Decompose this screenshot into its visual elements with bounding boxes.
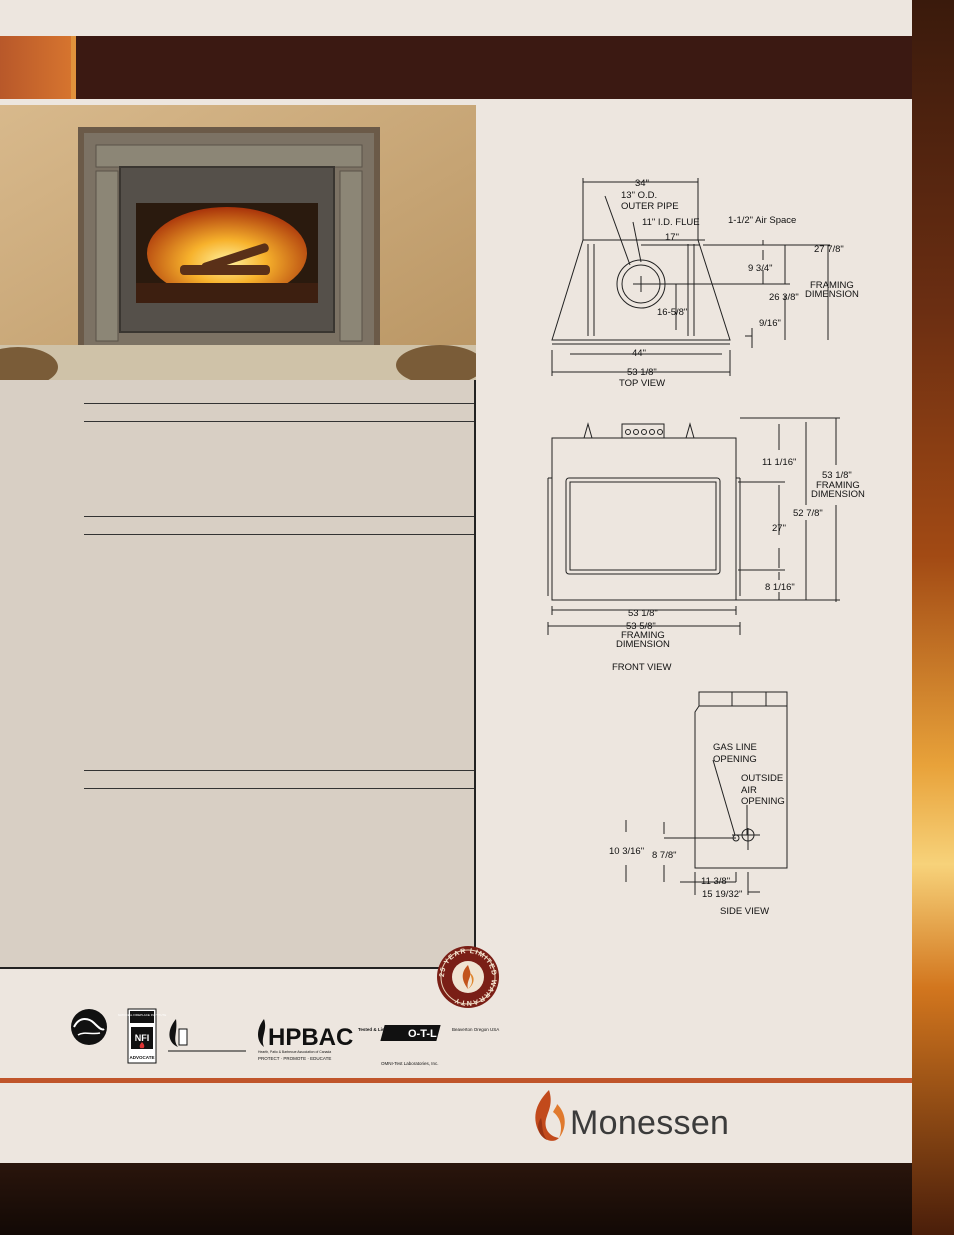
top-framing: FRAMING: [810, 280, 854, 291]
spec-rule: [84, 403, 474, 404]
front-dim-8-1-16: 8 1/16": [765, 582, 795, 593]
otl-name: O-T-L: [408, 1028, 437, 1040]
front-dim-27: 27": [772, 523, 786, 534]
nfi-advocate: ADVOCATE: [130, 1055, 155, 1060]
side-air-opening: OPENING: [741, 796, 785, 807]
spec-rule: [84, 788, 474, 789]
top-dim-53-1-8: 53 1/8": [627, 367, 657, 378]
otl-full-name: OMNI-Test Laboratories, Inc.: [381, 1061, 439, 1066]
top-flue: 11" I.D. FLUE: [642, 217, 700, 228]
front-dim-53-1-8-w: 53 1/8": [628, 608, 658, 619]
top-dim-9-16: 9/16": [759, 318, 781, 329]
top-outer-pipe-2: OUTER PIPE: [621, 201, 679, 212]
side-air: AIR: [741, 785, 757, 796]
top-dim-34: 34": [635, 178, 649, 189]
top-dim-9-3-4: 9 3/4": [748, 263, 773, 274]
side-dim-11-3-8: 11 3/8": [701, 876, 730, 887]
specifications-panel: [0, 380, 476, 969]
top-air-space: 1-1/2" Air Space: [728, 215, 796, 226]
certification-logos: NATIONAL FIREPLACE INSTITUTE NFI ADVOCAT…: [60, 1005, 510, 1075]
footer-rule: [0, 1078, 912, 1083]
spec-rule: [84, 534, 474, 535]
monessen-logo: Monessen: [525, 1088, 765, 1148]
spec-rule: [84, 421, 474, 422]
top-dim-26-3-8: 26 3/8": [769, 292, 799, 303]
nfi-logo-icon: NATIONAL FIREPLACE INSTITUTE NFI ADVOCAT…: [118, 1008, 167, 1064]
product-photo: [0, 105, 476, 380]
header-accent: [0, 36, 76, 99]
fire-background-edge: [912, 0, 954, 1235]
spec-rule: [84, 770, 474, 771]
top-dim-44: 44": [632, 348, 646, 359]
technical-diagrams: 34" 13" O.D. OUTER PIPE 11" I.D. FLUE 17…: [490, 160, 910, 930]
brand-name: Monessen: [570, 1104, 730, 1142]
top-dim-27-7-8: 27 7/8": [814, 244, 844, 255]
nfi-abbr: NFI: [135, 1033, 150, 1043]
front-view-diagram: [547, 417, 840, 635]
warranty-seal: 25 YEAR LIMITED WARRANTY: [436, 945, 500, 1009]
otl-location: Beaverton Oregon USA: [452, 1027, 499, 1032]
otl-tested: Tested & Listed By: [358, 1027, 399, 1032]
side-view-diagram: [625, 691, 788, 895]
front-dim-53-5-8: 53 5/8": [626, 621, 656, 632]
top-dim-16-5-8: 16-5/8": [657, 307, 687, 318]
monessen-flame-icon: [535, 1090, 565, 1141]
top-dimension: DIMENSION: [805, 289, 859, 300]
globe-logo-icon: [71, 1009, 107, 1045]
header-accent-edge: [71, 36, 76, 99]
hpbac-sub: Hearth, Patio & Barbecue Association of …: [258, 1050, 331, 1054]
side-outside: OUTSIDE: [741, 773, 783, 784]
top-dim-17: 17": [665, 232, 679, 243]
nfi-name: NATIONAL FIREPLACE INSTITUTE: [118, 1013, 167, 1017]
side-gas-line: GAS LINE: [713, 742, 757, 753]
flame-logo-icon: [168, 1019, 246, 1052]
side-gas-line-opening: OPENING: [713, 754, 757, 765]
front-view-label: FRONT VIEW: [612, 662, 671, 673]
front-dim-53-1-8-h: 53 1/8": [822, 470, 852, 481]
header-bar: [0, 36, 912, 99]
side-dim-15-19-32: 15 19/32": [702, 889, 742, 900]
side-view-label: SIDE VIEW: [720, 906, 769, 917]
top-view-label: TOP VIEW: [619, 378, 665, 389]
front-dimension: DIMENSION: [811, 489, 865, 500]
hpbac-name: HPBAC: [268, 1024, 353, 1051]
front-framing-2: FRAMING: [621, 630, 665, 641]
top-outer-pipe: 13" O.D.: [621, 190, 657, 201]
hpbac-tag: PROTECT · PROMOTE · EDUCATE: [258, 1056, 331, 1061]
hpbac-logo-icon: HPBAC Hearth, Patio & Barbecue Associati…: [258, 1019, 353, 1061]
spec-rule: [84, 516, 474, 517]
side-dim-8-7-8: 8 7/8": [652, 850, 677, 861]
otl-logo-icon: Tested & Listed By O-T-L Beaverton Orego…: [358, 1025, 499, 1066]
front-framing: FRAMING: [816, 480, 860, 491]
side-dim-10-3-16: 10 3/16": [609, 846, 644, 857]
front-dim-11-1-16: 11 1/16": [762, 457, 796, 468]
front-dimension-2: DIMENSION: [616, 639, 670, 650]
front-dim-52-7-8: 52 7/8": [793, 508, 823, 519]
top-view-diagram: [551, 178, 830, 376]
footer-background: [0, 1163, 912, 1235]
